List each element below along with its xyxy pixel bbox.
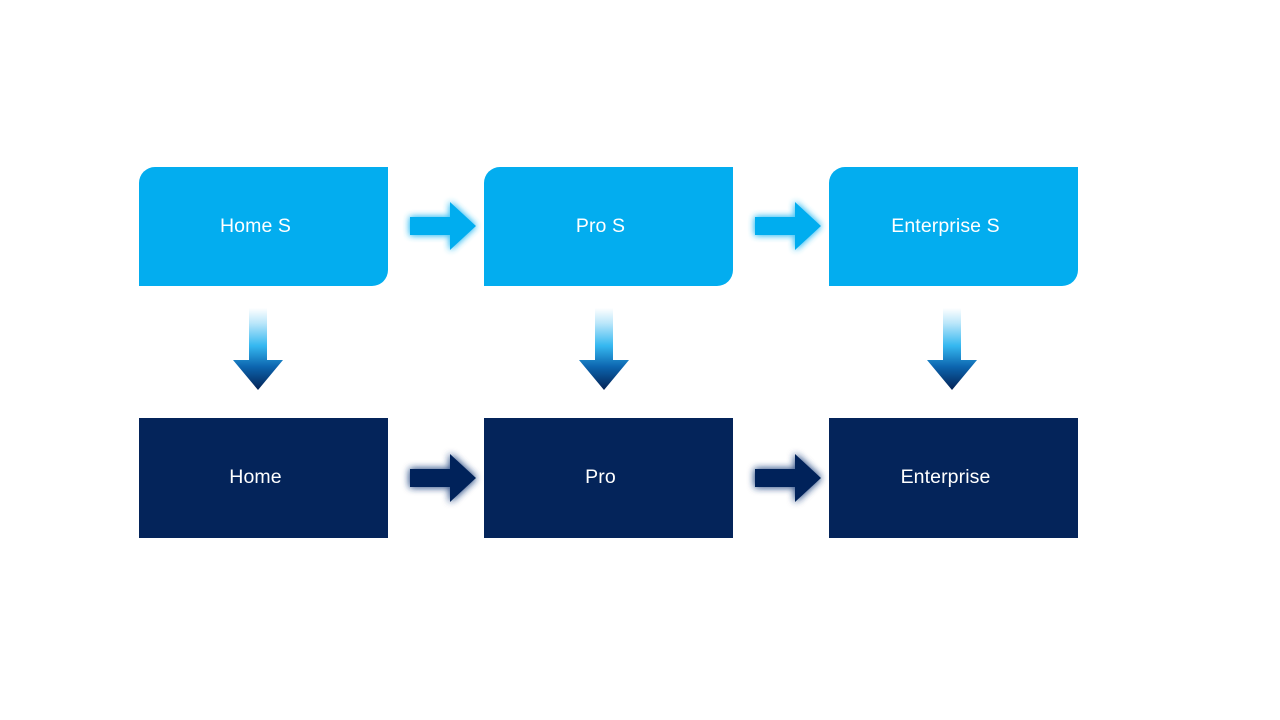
node-enterprise-label: Enterprise — [900, 466, 991, 489]
node-pro-label: Pro — [585, 466, 616, 489]
node-home-label: Home — [229, 466, 282, 489]
arrow-right-icon-home-s-to-pro-s — [406, 197, 480, 255]
node-enterprise-s-label-wrap: Enterprise S — [829, 214, 1078, 237]
arrow-right-icon-pro-s-to-enterprise-s — [751, 197, 825, 255]
arrow-right-icon-pro-to-enterprise — [751, 449, 825, 507]
arrow-right-icon-home-to-pro — [406, 449, 480, 507]
node-enterprise-s[interactable]: Enterprise S — [829, 167, 1078, 286]
node-enterprise-label-wrap: Enterprise — [829, 468, 1078, 488]
node-enterprise-s-label: Enterprise S — [891, 214, 1000, 237]
node-pro-s-label: Pro S — [575, 214, 626, 237]
node-home-label-wrap: Home — [139, 468, 388, 488]
node-pro-s-label-wrap: Pro S — [484, 214, 733, 237]
arrow-down-icon-home-s-to-home — [230, 308, 286, 392]
arrow-down-icon-pro-s-to-pro — [576, 308, 632, 392]
node-pro[interactable]: Pro — [484, 418, 733, 538]
node-pro-label-wrap: Pro — [484, 468, 733, 488]
node-home-s-label: Home S — [219, 214, 292, 237]
node-home[interactable]: Home — [139, 418, 388, 538]
node-home-s[interactable]: Home S — [139, 167, 388, 286]
node-home-s-label-wrap: Home S — [139, 214, 388, 237]
node-pro-s[interactable]: Pro S — [484, 167, 733, 286]
node-enterprise[interactable]: Enterprise — [829, 418, 1078, 538]
arrow-down-icon-enterprise-s-to-enterprise — [924, 308, 980, 392]
